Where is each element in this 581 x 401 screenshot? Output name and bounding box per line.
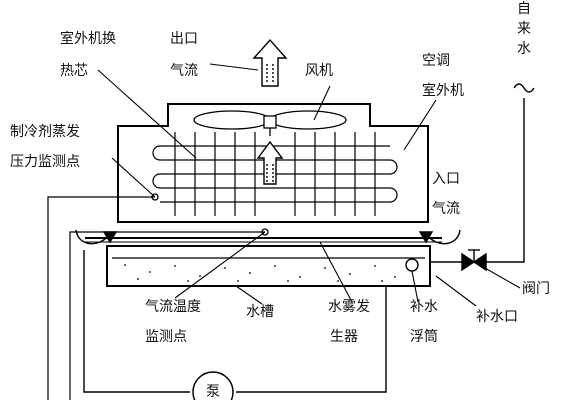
outlet-airflow-arrow-icon — [252, 38, 288, 87]
heat-exchanger-coil — [152, 132, 398, 216]
pump-pipe-return — [236, 286, 387, 393]
label-mist-generator-1: 水雾发 — [328, 299, 370, 315]
label-pressure-point-1: 制冷剂蒸发 — [10, 124, 80, 140]
label-ac-outdoor-unit-1: 空调 — [422, 53, 450, 69]
label-outlet-airflow-2: 气流 — [170, 63, 198, 79]
water-dots — [124, 264, 396, 282]
tap-water-pipe — [486, 98, 525, 263]
pump-pipe-loop — [83, 250, 190, 393]
label-water-tank: 水槽 — [246, 304, 274, 320]
label-outdoor-coil-2: 热芯 — [60, 63, 88, 79]
leader-lines — [97, 63, 521, 307]
label-fan: 风机 — [305, 63, 333, 79]
label-tap-water-1: 自 — [517, 1, 531, 17]
label-tap-water-2: 来 — [517, 21, 531, 37]
inlet-curved-arrow-right-icon — [418, 229, 461, 245]
label-refill-float-1: 补水 — [410, 299, 438, 315]
fan-icon — [193, 110, 347, 136]
label-pressure-point-2: 压力监测点 — [10, 154, 80, 170]
label-ac-outdoor-unit-2: 室外机 — [422, 83, 464, 99]
temp-sensor-wire — [69, 231, 265, 400]
label-refill-float-2: 浮筒 — [410, 329, 438, 345]
label-inlet-airflow-1: 入口 — [432, 171, 460, 187]
pump-icon — [192, 371, 234, 400]
valve-icon — [461, 249, 487, 272]
label-temp-point-1: 气流温度 — [145, 299, 201, 315]
label-refill-inlet: 补水口 — [476, 309, 518, 325]
label-pump: 泵 — [206, 384, 220, 400]
label-valve: 阀门 — [522, 281, 550, 297]
tap-water-wave-icon — [513, 83, 535, 93]
outdoor-unit-housing — [117, 103, 429, 223]
label-inlet-airflow-2: 气流 — [432, 201, 460, 217]
water-tank — [106, 245, 431, 287]
label-mist-generator-2: 生器 — [330, 329, 358, 345]
label-temp-point-2: 监测点 — [145, 329, 187, 345]
refill-float — [405, 258, 419, 272]
label-tap-water-3: 水 — [517, 41, 531, 57]
label-outdoor-coil-1: 室外机换 — [60, 31, 116, 47]
inner-airflow-arrow-icon — [256, 140, 284, 185]
pressure-sensor-wire — [47, 196, 155, 400]
label-outlet-airflow-1: 出口 — [170, 31, 198, 47]
